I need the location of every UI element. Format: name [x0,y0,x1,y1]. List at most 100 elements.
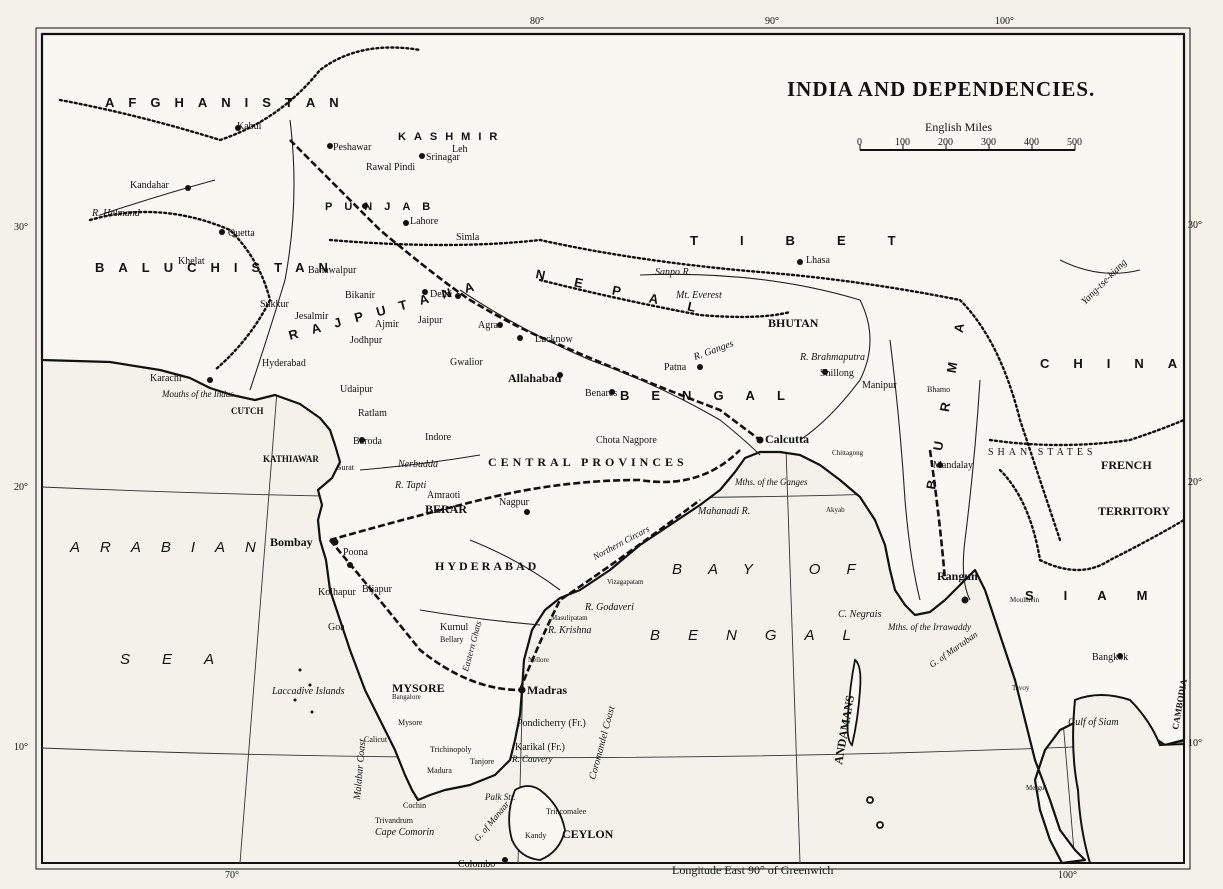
map-frame-outer [35,27,1191,870]
place-label: Surat [337,463,355,472]
place-label: Sanpo R. [655,267,691,278]
place-label: Indore [425,432,452,443]
place-label: R. Krishna [547,625,591,636]
region-label: BENGAL [620,388,807,403]
scale-tick: 400 [1024,137,1039,148]
place-label: Mouths of the Indus [161,389,234,399]
sea-label: BENGAL [650,627,879,644]
railways [289,139,947,692]
lat-label: 30° [14,222,28,233]
place-label: Kolhapur [318,587,356,598]
place-label: Mths. of the Irrawaddy [887,622,971,632]
place-label: SHAN STATES [988,447,1097,458]
place-label: Mahanadi R. [697,506,750,517]
region-label: SIAM [1025,588,1178,603]
place-label: BHUTAN [768,316,819,330]
place-label: Malabar Coast [352,738,368,801]
lon-label: 80° [530,16,544,27]
scale-tick: 200 [938,137,953,148]
place-label: Srinagar [426,152,461,163]
place-label: FRENCH [1101,458,1152,472]
scale-tick: 300 [981,137,996,148]
place-label: Leh [452,144,468,155]
place-label: Bhamo [927,385,950,394]
place-label: PUNJAB [325,201,442,213]
place-label: Agra [478,320,499,331]
place-label: Chittagong [832,449,864,457]
india-landmass [40,32,1186,865]
sea-label: SEA [120,651,246,668]
region-label: AFGHANISTAN [105,95,353,110]
place-label: Nerbudda [397,459,438,470]
place-label: Sukkur [260,299,290,310]
lon-label: 90° [765,16,779,27]
place-label: Mandalay [933,460,973,471]
place-label: Allahabad [508,371,562,385]
place-label: Masulipatam [551,614,588,622]
place-label: Laccadive Islands [271,686,345,697]
place-label: Calicut [364,735,388,744]
nicobar-island [866,796,874,804]
rivers [99,119,1141,626]
place-label: Tanjore [470,757,495,766]
lat-label: 20° [1188,477,1202,488]
place-label: Ratlam [358,408,387,419]
place-label: BERAR [425,502,467,516]
place-label: C. Negrais [838,609,881,620]
scale-tick: 0 [857,137,862,148]
region-label: CENTRAL PROVINCES [488,455,688,469]
place-label: Akyab [826,506,845,514]
ceylon-island [508,785,566,861]
place-label: Peshawar [333,142,372,153]
place-label: Rangun [937,569,978,583]
place-label: TERRITORY [1098,504,1170,518]
region-label: HYDERABAD [435,559,539,573]
city-markers [185,125,1123,863]
place-label: Mt. Everest [675,290,722,301]
place-label: Hyderabad [262,358,306,369]
scale-label: English Miles [925,120,992,134]
place-label: Karikal (Fr.) [515,742,565,753]
place-label: Mths. of the Ganges [734,477,808,487]
place-label: Udaipur [340,384,373,395]
political-borders [58,46,1186,572]
place-label: Lhasa [806,255,830,266]
map-title: INDIA AND DEPENDENCIES. [787,77,1095,101]
place-label: Palk Str. [484,792,516,802]
place-label: Kurnul [440,622,469,633]
lat-label: 30° [1188,220,1202,231]
place-label: Colombo [458,859,495,870]
place-label: Trichinopoly [430,745,472,754]
region-label: BALUCHISTAN [95,260,342,275]
place-label: Bikanir [345,290,376,301]
place-label: Nagpur [499,497,530,508]
place-label: Vizagapatam [607,578,644,586]
laccadive-dots [293,668,314,714]
place-label: Bahawalpur [308,265,357,276]
place-label: Ajmir [375,319,400,330]
place-label: Tavoy [1012,684,1030,692]
place-label: Jesalmir [295,311,329,322]
scale-tick: 500 [1067,137,1082,148]
sea-label: BAY OF [672,561,882,578]
place-label: KATHIAWAR [263,454,319,464]
place-label: Nellore [528,656,549,664]
sea-label: ARABIAN [69,539,276,556]
place-label: Madras [527,683,567,697]
nicobar-island [876,821,884,829]
place-label: R. Cauvery [511,754,553,764]
place-label: Manipur [862,380,897,391]
place-label: Trincomalee [546,807,587,816]
place-label: R. Brahmaputra [799,352,865,363]
place-label: Patna [664,362,687,373]
region-label: CHINA [1040,356,1201,371]
place-label: Gwalior [450,357,483,368]
gulf-of-siam [1072,694,1185,864]
place-label: Mergui [1026,784,1047,792]
andaman-islands [846,658,862,747]
place-label: Khelat [178,256,205,267]
place-label: Baroda [353,436,382,447]
place-label: Cochin [403,801,426,810]
lon-label: 100° [995,16,1014,27]
